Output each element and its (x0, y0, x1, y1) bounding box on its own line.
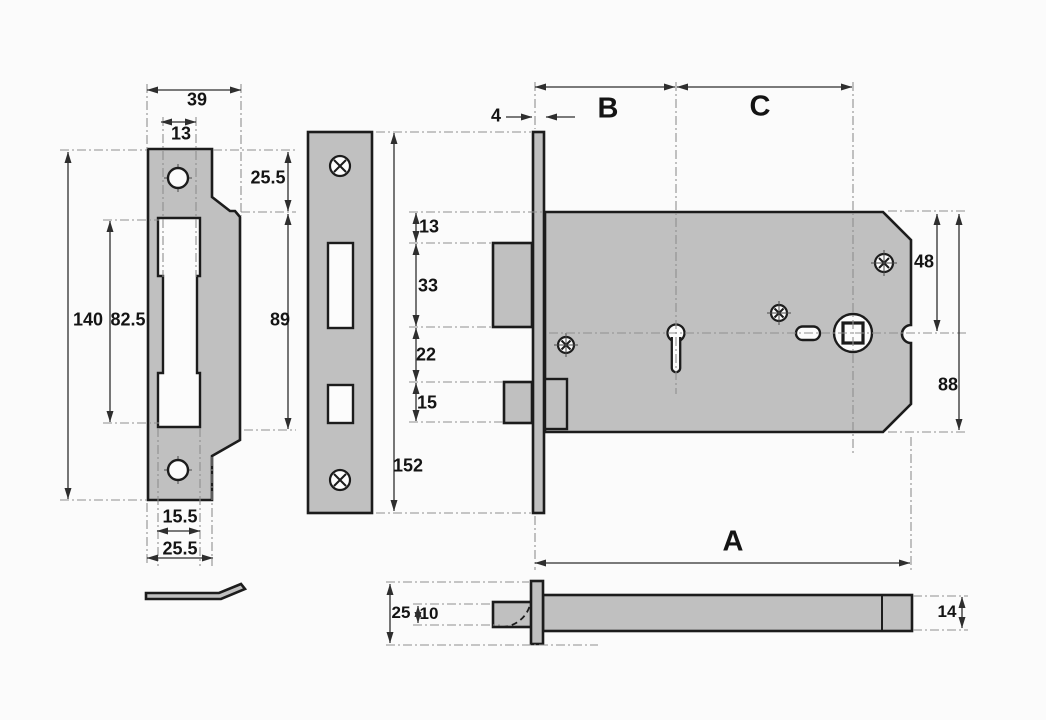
side-latch-bolt (491, 600, 534, 629)
dim-label-top-to-shoulder: 25.5 (250, 167, 286, 188)
side-view (491, 579, 914, 646)
side-case (541, 593, 914, 633)
dim-label-cutout-bottom-width: 15.5 (162, 506, 198, 527)
dim-label-top-to-spindle: 48 (913, 251, 935, 272)
dim-label-side-case-thickness: 14 (937, 602, 957, 621)
dim-label-latch-height: 33 (417, 275, 439, 296)
dim-label-plate-width: 25.5 (162, 538, 198, 559)
dim-label-backset-B: B (597, 92, 619, 125)
dim-label-overall-length: 140 (72, 309, 104, 330)
faceplate-screw-top (328, 154, 352, 178)
dim-label-deadbolt-height: 15 (416, 392, 438, 413)
faceplate-screw-bottom (328, 468, 352, 492)
strike-screw-hole-top (164, 164, 192, 192)
dim-label-faceplate-thickness: 4 (490, 105, 502, 126)
faceplate-deadbolt-cutout (326, 383, 355, 425)
dim-label-side-faceplate-width: 25 (391, 603, 411, 622)
faceplate-view (306, 130, 374, 515)
dim-label-overall-depth-A: A (722, 525, 744, 558)
side-forend-plate (529, 579, 545, 646)
dim-label-wide-section: 89 (269, 309, 291, 330)
strike-screw-hole-bottom (164, 456, 192, 484)
case-screw-middle (767, 301, 791, 325)
dim-label-overall-width: 39 (186, 89, 208, 110)
dim-label-faceplate-length: 152 (392, 455, 424, 476)
dim-label-case-height: 88 (937, 374, 959, 395)
latch-bevel-hidden-line (501, 598, 532, 628)
dimension-lines (64, 83, 966, 644)
faceplate-latch-cutout (326, 241, 355, 330)
deadbolt (502, 380, 534, 425)
latch-bolt (491, 241, 534, 329)
dim-label-top-to-latch: 13 (418, 216, 440, 237)
lock-forend-plate (531, 130, 546, 515)
dim-label-centres-C: C (749, 90, 771, 123)
deadbolt-housing (543, 377, 569, 431)
dim-label-latch-to-deadbolt: 22 (415, 344, 437, 365)
dim-label-cutout-length: 82.5 (110, 309, 146, 330)
dim-label-side-latch-width: 10 (419, 604, 439, 623)
strike-lip-strip (144, 582, 248, 601)
lock-body-view (491, 130, 913, 515)
case-screw-top-right (871, 250, 897, 276)
dim-label-cutout-width: 13 (170, 123, 192, 144)
extension-lines (60, 82, 968, 646)
lock-case-outline (543, 210, 913, 434)
strike-plate-cutout (156, 216, 202, 429)
case-screw-left (554, 333, 578, 357)
